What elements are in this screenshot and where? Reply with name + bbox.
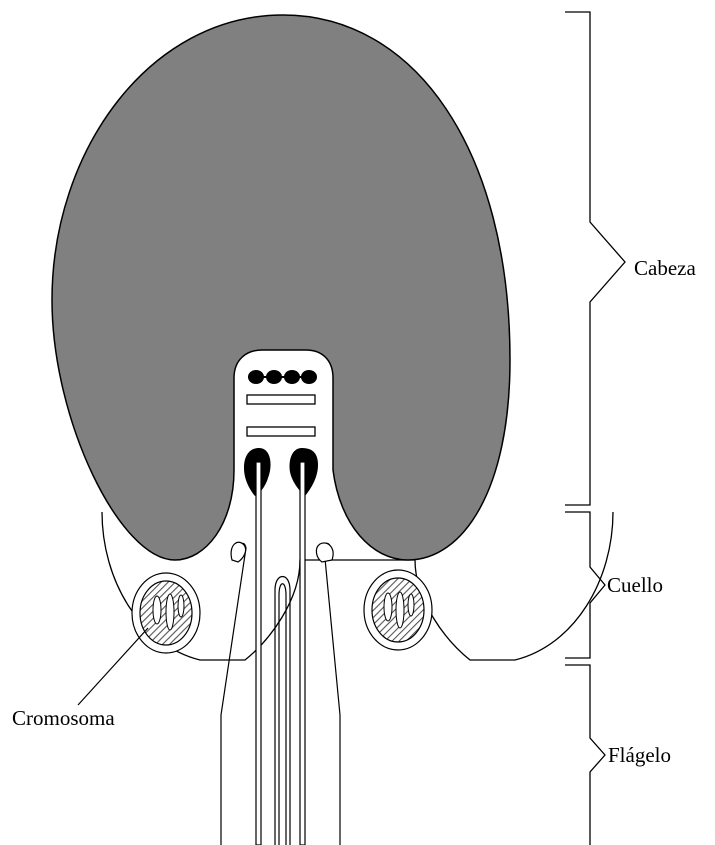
- chromosome-right: [364, 570, 432, 650]
- label-flagelo: Flágelo: [608, 743, 671, 767]
- label-cuello: Cuello: [607, 573, 663, 597]
- chromosome-left: [132, 573, 200, 653]
- neck-hook-right: [316, 543, 333, 562]
- centriole-dots: [248, 370, 317, 384]
- label-cabeza: Cabeza: [634, 256, 696, 280]
- cromosoma-leader-line: [78, 628, 148, 705]
- bracket-cabeza: [565, 12, 625, 505]
- plate-lower: [247, 427, 315, 436]
- head: [52, 15, 510, 560]
- label-cromosoma: Cromosoma: [12, 706, 115, 730]
- bracket-flagelo: [565, 665, 605, 845]
- plate-upper: [247, 395, 315, 404]
